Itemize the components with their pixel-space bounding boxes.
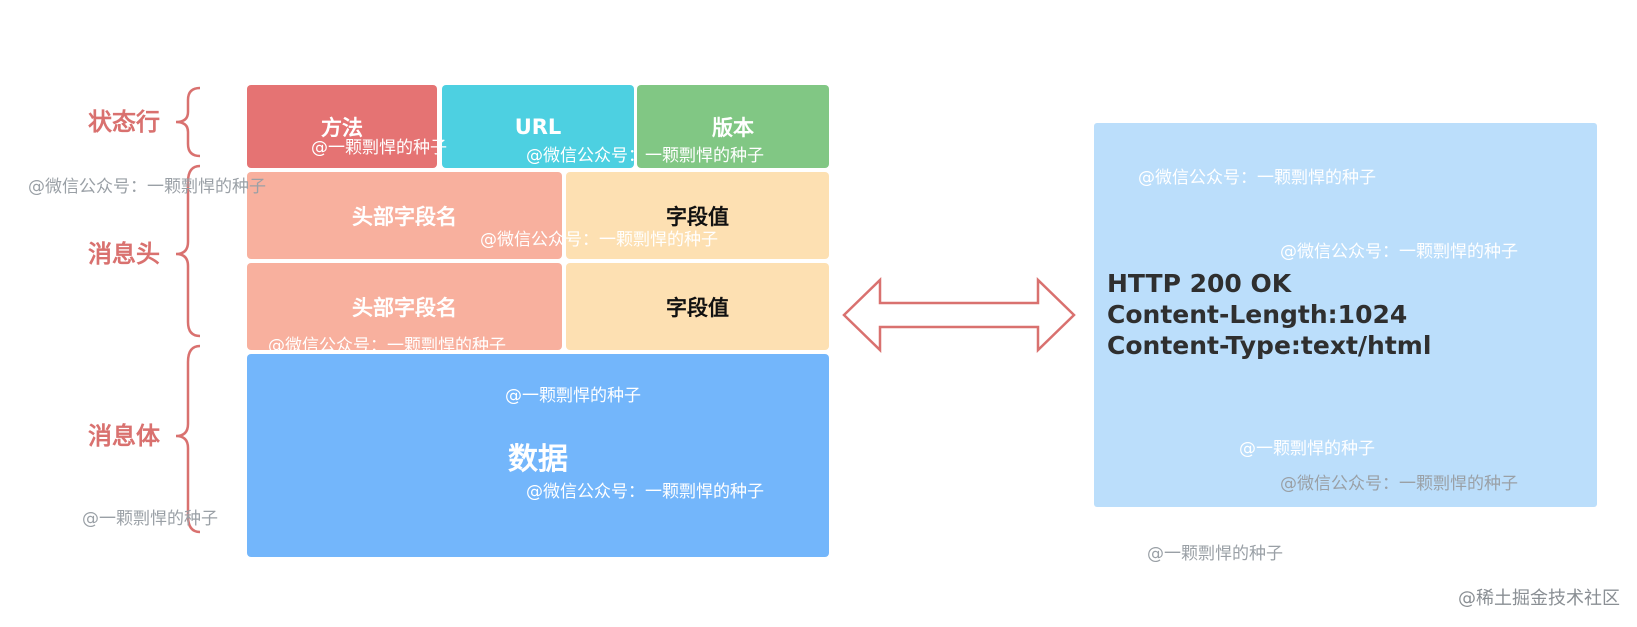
- watermark: @微信公众号：一颗剽悍的种子: [1280, 242, 1518, 262]
- header-value-box-2: 字段值: [566, 263, 829, 350]
- header-value-label-2: 字段值: [666, 295, 729, 320]
- response-status-line: HTTP 200 OK: [1107, 269, 1292, 298]
- brace-message-headers: [175, 164, 201, 338]
- header-name-box-2: 头部字段名: [247, 263, 562, 350]
- watermark: @一颗剽悍的种子: [1147, 544, 1283, 564]
- watermark: @一颗剽悍的种子: [311, 138, 447, 158]
- header-name-label-2: 头部字段名: [352, 295, 457, 320]
- watermark: @一颗剽悍的种子: [505, 386, 641, 406]
- watermark: @微信公众号：一颗剽悍的种子: [480, 230, 718, 250]
- header-name-label-1: 头部字段名: [352, 204, 457, 229]
- watermark: @微信公众号：一颗剽悍的种子: [1138, 168, 1376, 188]
- version-box: 版本: [637, 85, 829, 168]
- response-panel: [1094, 123, 1597, 507]
- watermark: @微信公众号：一颗剽悍的种子: [1280, 474, 1518, 494]
- method-label: 方法: [321, 115, 363, 140]
- body-label: 数据: [508, 441, 568, 477]
- label-status-line: 状态行: [88, 108, 160, 136]
- watermark: @一颗剽悍的种子: [82, 509, 218, 529]
- label-message-headers: 消息头: [88, 240, 160, 268]
- header-value-box-1: 字段值: [566, 172, 829, 259]
- header-name-box-1: 头部字段名: [247, 172, 562, 259]
- response-content-type: Content-Type:text/html: [1107, 331, 1432, 360]
- method-box: 方法: [247, 85, 437, 168]
- body-box: 数据: [247, 354, 829, 557]
- label-message-body: 消息体: [88, 422, 160, 450]
- watermark: @微信公众号：一颗剽悍的种子: [526, 482, 764, 502]
- watermark: @微信公众号：一颗剽悍的种子: [526, 146, 764, 166]
- braces: [175, 86, 201, 534]
- version-label: 版本: [712, 115, 754, 140]
- double-arrow-icon: [842, 277, 1076, 353]
- response-content-length: Content-Length:1024: [1107, 300, 1408, 329]
- brace-status-line: [175, 86, 201, 158]
- watermark: @一颗剽悍的种子: [1239, 439, 1375, 459]
- header-value-label-1: 字段值: [666, 204, 729, 229]
- brace-message-body: [175, 344, 201, 534]
- url-label: URL: [514, 114, 562, 139]
- watermark-juejin: @稀土掘金技术社区: [1458, 588, 1620, 609]
- url-box: URL: [442, 85, 634, 168]
- response-text: HTTP 200 OK Content-Length:1024 Content-…: [1107, 268, 1431, 361]
- watermark: @微信公众号：一颗剽悍的种子: [268, 336, 506, 356]
- watermark: @微信公众号：一颗剽悍的种子: [28, 177, 266, 197]
